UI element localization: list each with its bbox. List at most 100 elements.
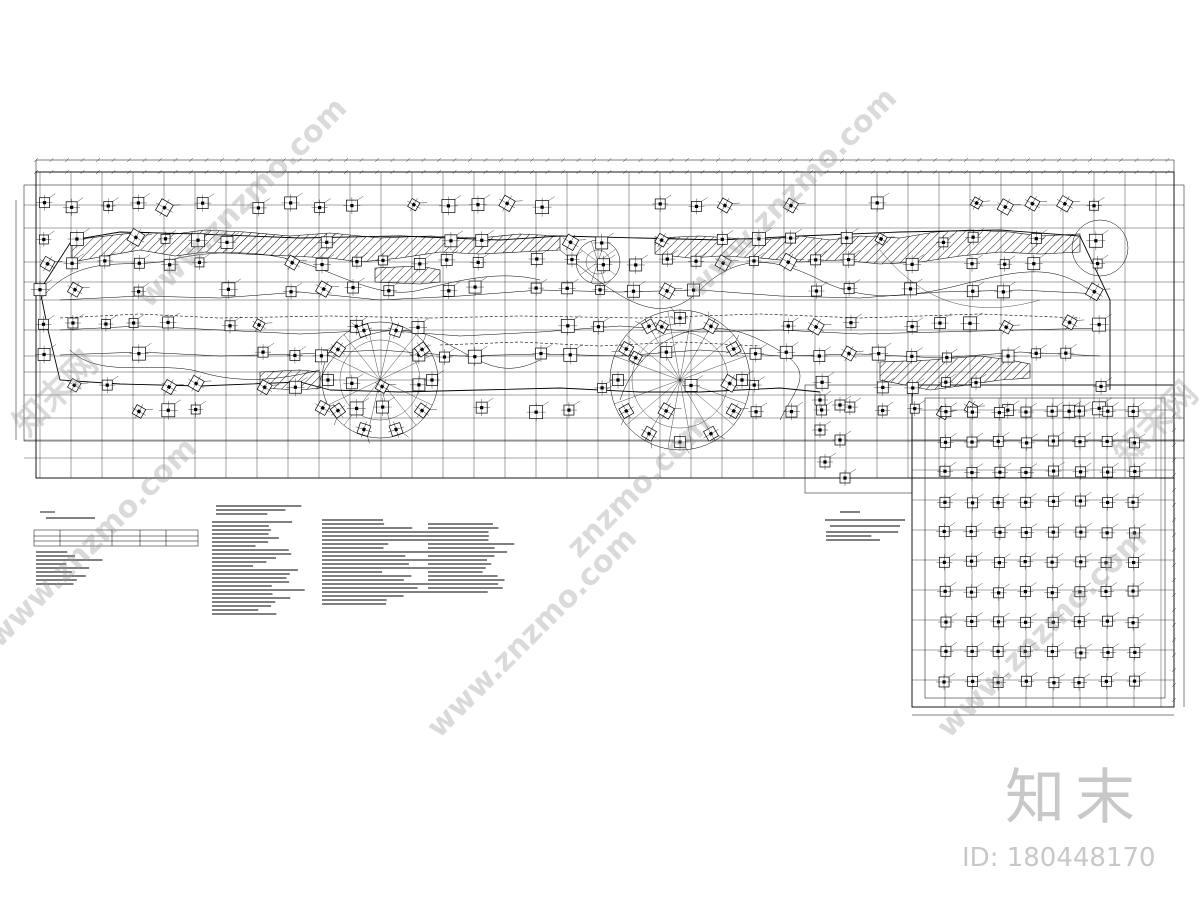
pile-cap [594, 254, 616, 274]
pile-cap [218, 278, 242, 299]
pile-cap [703, 311, 719, 335]
pile-cap [936, 493, 957, 511]
pile-cap [997, 255, 1016, 272]
pile-cap [935, 233, 955, 250]
pile-cap [1098, 553, 1118, 571]
pile-cap [963, 552, 983, 570]
pile-cap [1018, 523, 1038, 541]
pile-cap [904, 378, 925, 397]
pile-cap [1099, 432, 1119, 450]
pile-cap [840, 249, 861, 269]
pile-cap [440, 281, 461, 300]
pile-cap [1045, 492, 1065, 510]
pile-cap [841, 279, 861, 297]
pile-cap [35, 315, 55, 333]
pile-cap [634, 318, 657, 335]
pile-cap [131, 254, 151, 272]
pile-cap [936, 553, 956, 571]
pile-cap [1017, 463, 1038, 481]
pile-cap [808, 281, 828, 300]
pile-cap [937, 402, 957, 420]
pile-cap [994, 281, 1016, 301]
pile-cap [996, 198, 1021, 216]
pile-cap [222, 316, 242, 334]
pile-cap [626, 254, 648, 274]
pile-cap [409, 317, 431, 337]
pile-cap [937, 433, 957, 451]
pile-cap [1099, 493, 1119, 511]
pile-caps-main [31, 192, 1113, 486]
pile-cap [641, 425, 657, 449]
pile-cap [963, 432, 984, 451]
pile-cap [1071, 582, 1091, 600]
pile-cap [129, 343, 152, 364]
pile-cap [807, 318, 832, 336]
pile-cap [991, 553, 1011, 571]
pile-cap [746, 376, 765, 393]
pile-cap [1044, 642, 1064, 660]
pile-caps-wing [936, 401, 1146, 691]
pile-cap [1126, 462, 1146, 480]
pile-cap [355, 421, 373, 444]
pile-cap [869, 342, 892, 364]
pile-cap [374, 379, 397, 394]
pile-cap [155, 198, 181, 217]
pile-cap [1056, 195, 1081, 213]
pile-cap [380, 281, 400, 299]
pile-cap [991, 463, 1012, 481]
pile-cap [63, 253, 84, 272]
pile-cap [874, 377, 895, 396]
pile-cap [936, 522, 956, 540]
pile-cap [654, 319, 676, 335]
pile-cap [343, 195, 364, 215]
pile-cap [1125, 613, 1145, 631]
pile-cap [1125, 553, 1145, 571]
pile-cap [812, 390, 832, 408]
pile-cap [1028, 229, 1048, 247]
pile-cap [131, 282, 150, 300]
pile-cap [126, 228, 152, 247]
pile-cap [964, 254, 984, 272]
pile-cap [782, 401, 804, 421]
axis-grid-horizontal [24, 204, 1184, 459]
pile-cap [725, 403, 749, 419]
pile-cap [1044, 402, 1064, 420]
pile-cap [748, 402, 768, 420]
pile-cap [937, 642, 958, 660]
pile-cap [312, 345, 334, 365]
pile-cap [746, 252, 765, 269]
pile-cap [1028, 344, 1047, 361]
pile-cap [131, 404, 153, 419]
pile-cap [159, 312, 180, 331]
pile-cap [375, 251, 394, 268]
pile-cap [999, 345, 1021, 366]
pile-cap [1045, 613, 1065, 631]
pile-cap [126, 314, 145, 331]
pile-cap [98, 315, 117, 332]
pile-cap [749, 228, 772, 249]
pile-cap [684, 279, 706, 300]
pile-cap [670, 306, 689, 327]
pile-cap [868, 192, 890, 212]
pile-cap [590, 317, 610, 335]
pile-cap [66, 281, 90, 298]
pile-cap [441, 230, 464, 250]
pile-cap [907, 400, 926, 417]
pile-cap [316, 371, 337, 390]
pile-cap [965, 228, 985, 246]
pile-cap [465, 346, 488, 367]
pile-cap [903, 254, 925, 274]
pile-cap [39, 255, 63, 272]
notes-block-wing [825, 511, 905, 527]
pile-cap [624, 281, 646, 301]
pile-cap [1125, 581, 1145, 600]
pile-cap [387, 316, 405, 339]
pile-cap [1099, 523, 1119, 541]
pile-cap [1045, 461, 1065, 480]
pile-cap [532, 196, 555, 217]
hatched-footing-bands [71, 229, 1081, 391]
dimension-ticks [33, 157, 1177, 703]
pile-cap [63, 197, 84, 216]
pile-cap [313, 254, 335, 274]
